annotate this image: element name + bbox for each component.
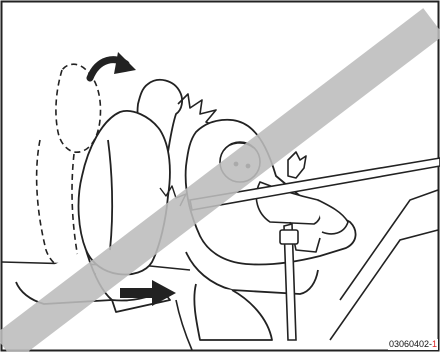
- figure-code: 03060402-1: [388, 339, 438, 350]
- figure-code-suffix: 1: [432, 339, 437, 349]
- curved-arrow-icon: [90, 52, 136, 78]
